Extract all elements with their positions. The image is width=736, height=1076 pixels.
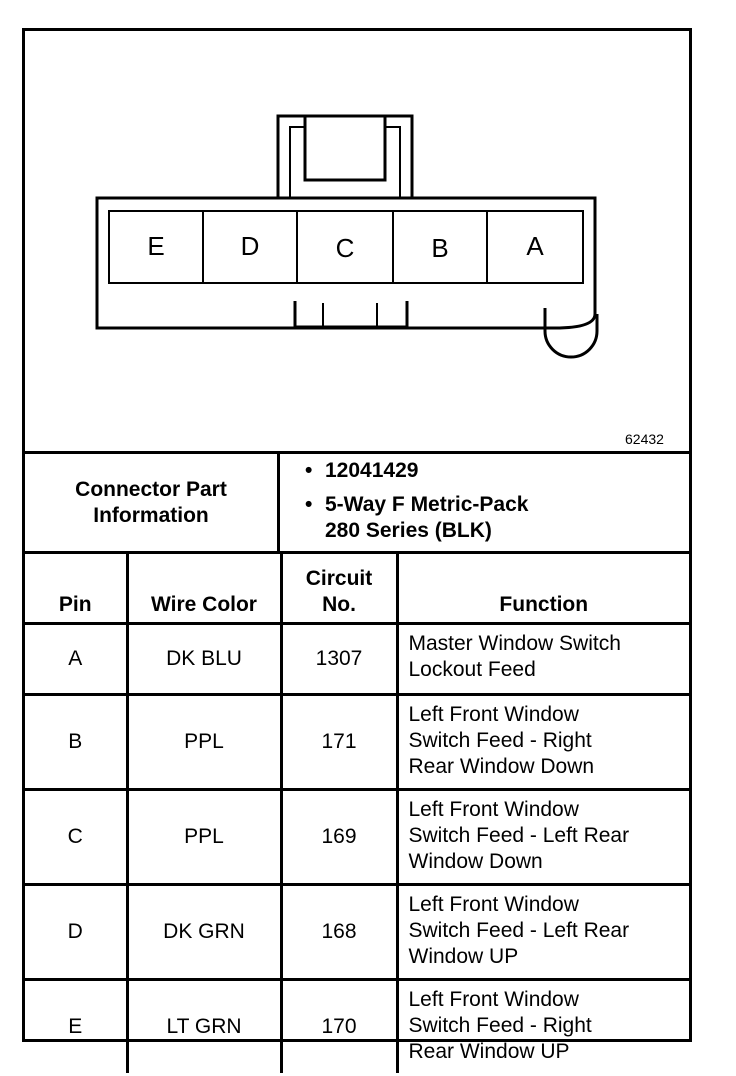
header-wire-color: Wire Color	[125, 551, 283, 625]
function-line: Rear Window UP	[408, 1040, 570, 1063]
cell-pin: A	[25, 622, 129, 696]
pin-label-a: A	[526, 231, 544, 261]
header-circuit-line1: Circuit	[305, 567, 373, 590]
connector-drawing: E D C B A	[95, 114, 599, 359]
table-row: D DK GRN 168 Left Front Window Switch Fe…	[25, 883, 689, 981]
cell-circuit: 1307	[279, 622, 399, 696]
cell-circuit: 171	[279, 693, 399, 791]
cell-circuit: 169	[279, 788, 399, 886]
latch-hook	[543, 308, 599, 359]
cell-wire-color: DK BLU	[125, 622, 283, 696]
cell-wire-color: PPL	[125, 693, 283, 791]
table-row: A DK BLU 1307 Master Window Switch Locko…	[25, 622, 689, 696]
function-line: Switch Feed - Left Rear	[408, 919, 630, 942]
function-line: Lockout Feed	[408, 658, 536, 681]
info-values: • 12041429 • 5-Way F Metric-Pack 280 Ser…	[285, 458, 528, 544]
pin-label-c: C	[336, 233, 355, 263]
function-line: Left Front Window	[408, 988, 579, 1011]
table-row: B PPL 171 Left Front Window Switch Feed …	[25, 693, 689, 791]
cell-wire-color: LT GRN	[125, 978, 283, 1073]
info-bullet: • 12041429	[285, 458, 528, 484]
info-bullet: • 5-Way F Metric-Pack 280 Series (BLK)	[285, 492, 528, 544]
bullet-dot: •	[305, 493, 313, 516]
table-header-row: Pin Wire Color Circuit No. Function	[25, 551, 689, 625]
bottom-key	[293, 301, 409, 329]
cell-circuit: 168	[279, 883, 399, 981]
function-line: Window Down	[408, 850, 543, 873]
function-line: Switch Feed - Right	[408, 729, 592, 752]
cell-function: Left Front Window Switch Feed - Left Rea…	[395, 788, 689, 886]
connector-sheet: E D C B A 62432 Connector Part Informati…	[22, 28, 692, 1073]
function-line: Switch Feed - Left Rear	[408, 824, 630, 847]
cell-function: Left Front Window Switch Feed - Left Rea…	[395, 883, 689, 981]
cell-pin: C	[25, 788, 129, 886]
info-label-line1: Connector Part	[75, 477, 227, 501]
part-number: 12041429	[325, 459, 419, 482]
cell-pin: D	[25, 883, 129, 981]
header-pin: Pin	[25, 551, 129, 625]
connector-type-line1: 5-Way F Metric-Pack	[325, 493, 529, 516]
function-line: Left Front Window	[408, 893, 579, 916]
function-line: Rear Window Down	[408, 755, 595, 778]
pin-label-d: D	[241, 231, 260, 261]
cell-pin: E	[25, 978, 129, 1073]
header-function: Function	[395, 551, 689, 625]
figure-id: 62432	[625, 431, 664, 447]
table-row: E LT GRN 170 Left Front Window Switch Fe…	[25, 978, 689, 1073]
cell-wire-color: DK GRN	[125, 883, 283, 981]
connector-diagram: E D C B A 62432	[25, 31, 689, 451]
function-line: Left Front Window	[408, 703, 579, 726]
pin-table: Pin Wire Color Circuit No. Function A DK…	[25, 551, 689, 1073]
cell-function: Left Front Window Switch Feed - Right Re…	[395, 978, 689, 1073]
bullet-dot: •	[305, 459, 313, 482]
cavity-block	[108, 210, 584, 284]
pin-label-b: B	[431, 233, 448, 263]
cell-function: Master Window Switch Lockout Feed	[395, 622, 689, 696]
connector-body	[95, 196, 597, 330]
info-label: Connector Part Information	[25, 454, 280, 551]
header-circuit: Circuit No.	[279, 551, 399, 625]
cell-circuit: 170	[279, 978, 399, 1073]
header-circuit-line2: No.	[322, 593, 356, 616]
cell-pin: B	[25, 693, 129, 791]
function-line: Master Window Switch	[408, 632, 621, 655]
function-line: Left Front Window	[408, 798, 579, 821]
function-line: Switch Feed - Right	[408, 1014, 592, 1037]
connector-part-info: Connector Part Information • 12041429 • …	[25, 451, 689, 551]
cell-function: Left Front Window Switch Feed - Right Re…	[395, 693, 689, 791]
cell-wire-color: PPL	[125, 788, 283, 886]
table-row: C PPL 169 Left Front Window Switch Feed …	[25, 788, 689, 886]
pin-label-e: E	[147, 231, 164, 261]
function-line: Window UP	[408, 945, 519, 968]
info-label-line2: Information	[93, 503, 209, 527]
connector-type-line2: 280 Series (BLK)	[325, 519, 492, 542]
